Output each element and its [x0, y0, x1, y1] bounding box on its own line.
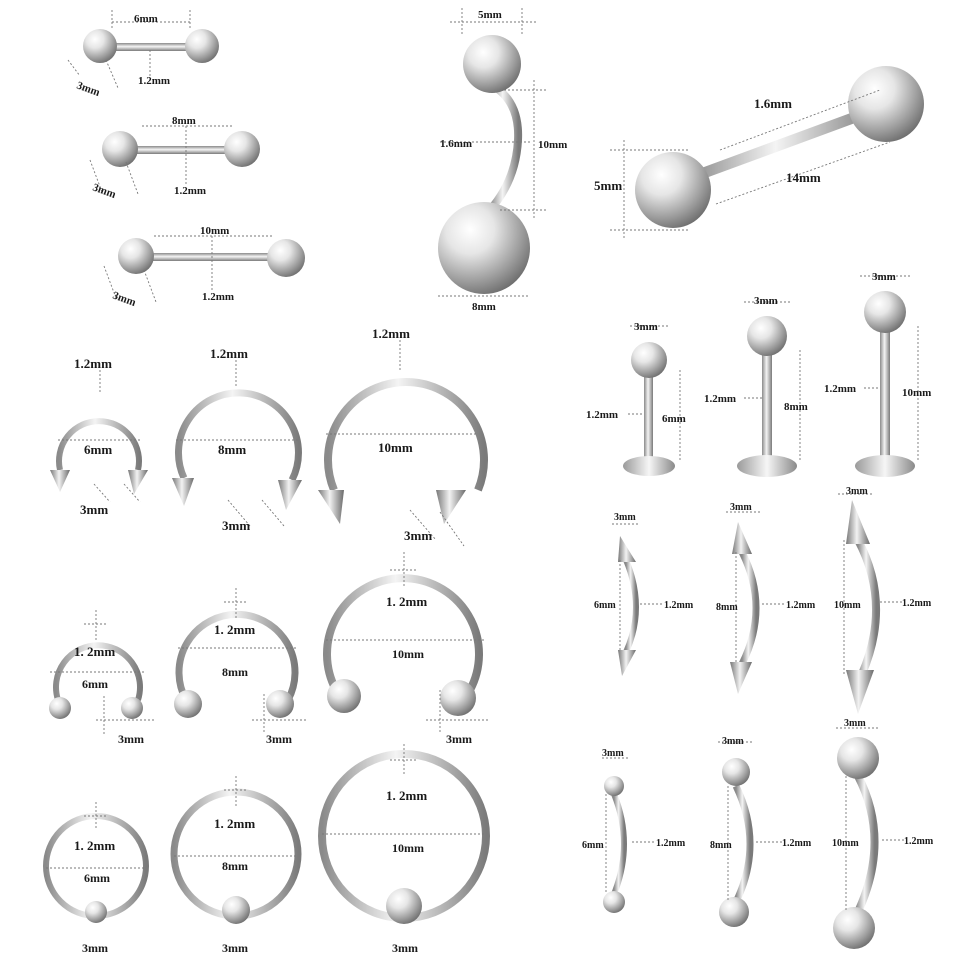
- captive-6-ball: 3mm: [82, 941, 108, 955]
- tongue-bar-length: 14mm: [786, 170, 821, 185]
- hs-spike-6-diameter: 6mm: [84, 442, 112, 457]
- hs-spike-10-gauge: 1.2mm: [372, 326, 410, 341]
- labret-8-ball: 3mm: [754, 295, 778, 307]
- labret-6-ball: 3mm: [634, 321, 658, 333]
- labret-6-gauge: 1.2mm: [586, 409, 618, 421]
- ball-curve-8mm: 3mm 8mm 1.2mm: [710, 736, 812, 927]
- labret-10-gauge: 1.2mm: [824, 383, 856, 395]
- ball-curve-10mm: 3mm 10mm 1.2mm: [832, 718, 934, 949]
- spike-curve-10mm: 3mm 10mm 1.2mm: [834, 486, 932, 714]
- ball-curve-10-length: 10mm: [832, 838, 859, 849]
- ball-curve-8-ball: 3mm: [722, 736, 744, 747]
- ball-curve-8-gauge: 1.2mm: [782, 838, 812, 849]
- horseshoe-spike-6mm: 1.2mm 6mm 3mm: [50, 356, 148, 517]
- captive-10-gauge: 1. 2mm: [386, 788, 427, 803]
- ball-curve-10-ball: 3mm: [844, 718, 866, 729]
- barbell-10-gauge: 1.2mm: [202, 291, 234, 303]
- hs-spike-8-diameter: 8mm: [218, 442, 246, 457]
- captive-8-diameter: 8mm: [222, 859, 248, 873]
- barbell-6-gauge: 1.2mm: [138, 75, 170, 87]
- captive-8-gauge: 1. 2mm: [214, 816, 255, 831]
- ball-curve-6-length: 6mm: [582, 840, 604, 851]
- tongue-bar-gauge: 1.6mm: [754, 96, 792, 111]
- hs-ball-10-diameter: 10mm: [392, 647, 424, 661]
- hs-ball-6-gauge: 1. 2mm: [74, 644, 115, 659]
- horseshoe-spike-8mm: 1.2mm 8mm 3mm: [172, 346, 302, 533]
- hs-ball-6-ball: 3mm: [118, 732, 144, 746]
- hs-spike-8-spike: 3mm: [222, 518, 250, 533]
- spike-curve-6-spike: 3mm: [614, 512, 636, 523]
- hs-spike-10-diameter: 10mm: [378, 440, 413, 455]
- captive-6-diameter: 6mm: [84, 871, 110, 885]
- captive-10-ball: 3mm: [392, 941, 418, 955]
- labret-6mm: 3mm 1.2mm 6mm: [586, 321, 686, 476]
- ball-curve-6mm: 3mm 6mm 1.2mm: [582, 748, 686, 913]
- spike-curve-8-length: 8mm: [716, 602, 738, 613]
- labret-10mm: 3mm 1.2mm 10mm: [824, 271, 931, 477]
- hs-ball-8-gauge: 1. 2mm: [214, 622, 255, 637]
- captive-10-diameter: 10mm: [392, 841, 424, 855]
- spike-curve-6mm: 3mm 6mm 1.2mm: [594, 512, 694, 676]
- captive-ring-10mm: 1. 2mm 10mm 3mm: [318, 744, 490, 955]
- spike-curve-10-length: 10mm: [834, 600, 861, 611]
- spike-curve-10-gauge: 1.2mm: [902, 598, 932, 609]
- spike-curve-8-spike: 3mm: [730, 502, 752, 513]
- spike-curve-8mm: 3mm 8mm 1.2mm: [716, 502, 816, 694]
- barbell-10-ball: 3mm: [111, 290, 137, 309]
- barbell-6mm: 6mm 3mm 1.2mm: [67, 10, 219, 99]
- labret-8mm: 3mm 1.2mm 8mm: [704, 295, 808, 477]
- barbell-8mm: 8mm 3mm 1.2mm: [89, 115, 260, 201]
- barbell-6-ball: 3mm: [75, 80, 101, 99]
- hs-spike-8-gauge: 1.2mm: [210, 346, 248, 361]
- belly-ring-gauge: 1.6mm: [440, 138, 472, 150]
- hs-spike-6-spike: 3mm: [80, 502, 108, 517]
- barbell-10mm: 10mm 3mm 1.2mm: [103, 225, 305, 309]
- labret-10-length: 10mm: [902, 387, 931, 399]
- hs-ball-10-gauge: 1. 2mm: [386, 594, 427, 609]
- belly-ring-length: 10mm: [538, 139, 567, 151]
- barbell-6-length: 6mm: [134, 13, 158, 25]
- horseshoe-ball-10mm: 1. 2mm 10mm 3mm: [323, 552, 490, 746]
- labret-6-length: 6mm: [662, 413, 686, 425]
- horseshoe-spike-10mm: 1.2mm 10mm 3mm: [318, 326, 488, 547]
- labret-8-length: 8mm: [784, 401, 808, 413]
- horseshoe-ball-6mm: 1. 2mm 6mm 3mm: [49, 610, 156, 746]
- hs-ball-6-diameter: 6mm: [82, 677, 108, 691]
- ball-curve-6-gauge: 1.2mm: [656, 838, 686, 849]
- belly-ring-bottom-ball: 8mm: [472, 301, 496, 313]
- spike-curve-6-gauge: 1.2mm: [664, 600, 694, 611]
- belly-ring-top-ball: 5mm: [478, 9, 502, 21]
- spike-curve-10-spike: 3mm: [846, 486, 868, 497]
- tongue-bar-ball: 5mm: [594, 178, 622, 193]
- belly-ring: 5mm 1.6mm 10mm 8mm: [438, 8, 567, 313]
- tongue-barbell: 1.6mm 5mm 14mm: [594, 66, 924, 240]
- horseshoe-ball-8mm: 1. 2mm 8mm 3mm: [174, 588, 306, 746]
- barbell-8-gauge: 1.2mm: [174, 185, 206, 197]
- barbell-8-length: 8mm: [172, 115, 196, 127]
- ball-curve-10-gauge: 1.2mm: [904, 836, 934, 847]
- spike-curve-6-length: 6mm: [594, 600, 616, 611]
- captive-ring-8mm: 1. 2mm 8mm 3mm: [170, 776, 302, 955]
- spike-curve-8-gauge: 1.2mm: [786, 600, 816, 611]
- captive-6-gauge: 1. 2mm: [74, 838, 115, 853]
- captive-ring-6mm: 1. 2mm 6mm 3mm: [43, 802, 149, 955]
- barbell-10-length: 10mm: [200, 225, 229, 237]
- barbell-8-ball: 3mm: [91, 182, 117, 201]
- hs-ball-10-ball: 3mm: [446, 732, 472, 746]
- hs-spike-10-spike: 3mm: [404, 528, 432, 543]
- hs-spike-6-gauge: 1.2mm: [74, 356, 112, 371]
- labret-8-gauge: 1.2mm: [704, 393, 736, 405]
- hs-ball-8-ball: 3mm: [266, 732, 292, 746]
- ball-curve-8-length: 8mm: [710, 840, 732, 851]
- captive-8-ball: 3mm: [222, 941, 248, 955]
- labret-10-ball: 3mm: [872, 271, 896, 283]
- hs-ball-8-diameter: 8mm: [222, 665, 248, 679]
- ball-curve-6-ball: 3mm: [602, 748, 624, 759]
